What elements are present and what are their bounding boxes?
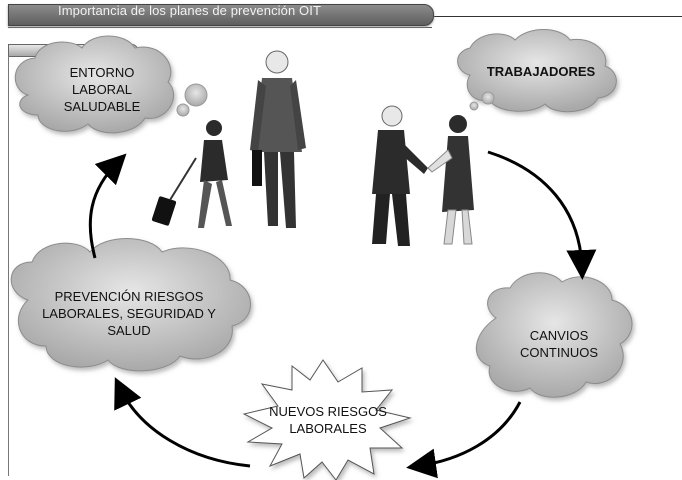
person-woman-suitcase <box>151 120 232 228</box>
burst-nuevos <box>242 359 412 480</box>
label-prevencion: PREVENCIÓN RIESGOS LABORALES, SEGURIDAD … <box>14 288 244 339</box>
label-entorno-line3: SALUDABLE <box>63 99 141 114</box>
label-canvios-line2: CONTINUOS <box>520 345 598 360</box>
person-woman-handshake <box>427 115 474 245</box>
header-rule <box>432 16 682 17</box>
arrow-to-nuevos <box>406 401 522 479</box>
thought-bubble-2 <box>176 103 190 117</box>
label-trabajadores-line1: TRABAJADORES <box>486 64 596 79</box>
arrow-to-canvios <box>487 150 597 280</box>
thought-bubble-4 <box>469 101 479 111</box>
arrow-to-entorno <box>88 153 127 259</box>
arrow-to-prevencion <box>114 377 251 468</box>
page-title: Importancia de los planes de prevención … <box>58 3 321 18</box>
person-man-tall <box>250 50 306 228</box>
label-prevencion-line3: SALUD <box>107 323 151 338</box>
person-man-handshake <box>372 105 428 246</box>
thought-bubble-3 <box>481 91 495 105</box>
title-bar <box>8 4 434 26</box>
cloud-prevencion <box>10 238 251 372</box>
label-nuevos-line2: LABORALES <box>289 421 367 436</box>
label-entorno-line1: ENTORNO <box>69 65 135 80</box>
thought-bubble-1 <box>184 83 208 107</box>
label-canvios: CANVIOS CONTINUOS <box>500 327 618 361</box>
label-nuevos: NUEVOS RIESGOS LABORALES <box>250 403 406 437</box>
label-prevencion-line2: LABORALES, SEGURIDAD Y <box>42 306 216 321</box>
label-nuevos-line1: NUEVOS RIESGOS <box>269 404 387 419</box>
label-canvios-line1: CANVIOS <box>529 328 589 343</box>
label-trabajadores: TRABAJADORES <box>474 63 608 80</box>
cloud-entorno <box>14 35 174 134</box>
cloud-canvios <box>475 272 633 398</box>
frame-left-edge <box>8 56 9 476</box>
label-entorno: ENTORNO LABORAL SALUDABLE <box>42 64 162 115</box>
cloud-trabajadores <box>457 29 617 113</box>
header-underline <box>8 27 432 28</box>
label-prevencion-line1: PREVENCIÓN RIESGOS <box>54 289 204 304</box>
label-entorno-line2: LABORAL <box>72 82 132 97</box>
